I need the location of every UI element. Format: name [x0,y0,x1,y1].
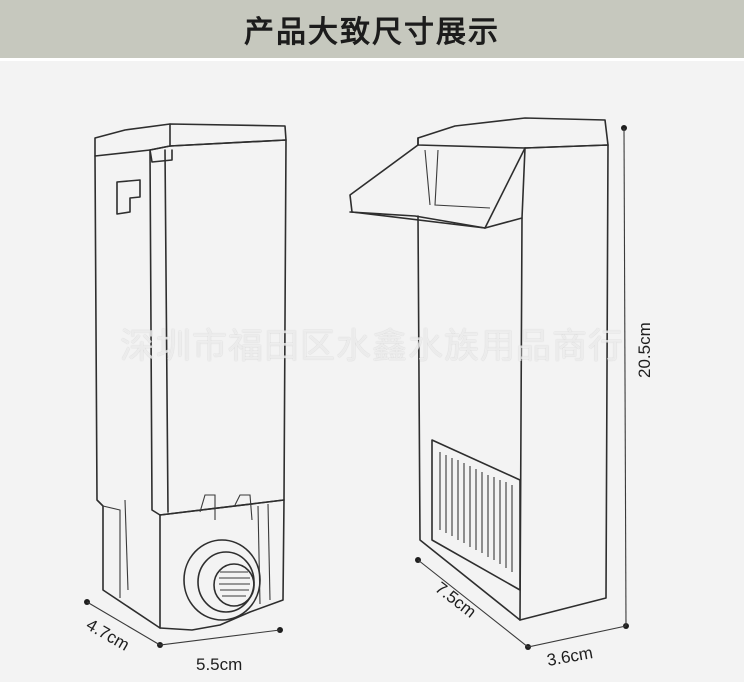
width-label-left: 5.5cm [196,655,242,674]
page-title: 产品大致尺寸展示 [244,15,500,50]
header-divider [0,58,744,61]
width-label-right: 7.5cm [432,578,480,621]
header-bar: 产品大致尺寸展示 [0,0,744,58]
side-view-dispenser [349,117,629,650]
depth-label-left: 4.7cm [83,615,133,655]
front-view-dispenser [84,123,287,648]
height-label-right: 20.5cm [635,322,654,378]
product-diagram: 4.7cm 5.5cm 20.5cm 7.5cm 3.6cm [83,117,654,674]
depth-label-right: 3.6cm [545,643,594,670]
